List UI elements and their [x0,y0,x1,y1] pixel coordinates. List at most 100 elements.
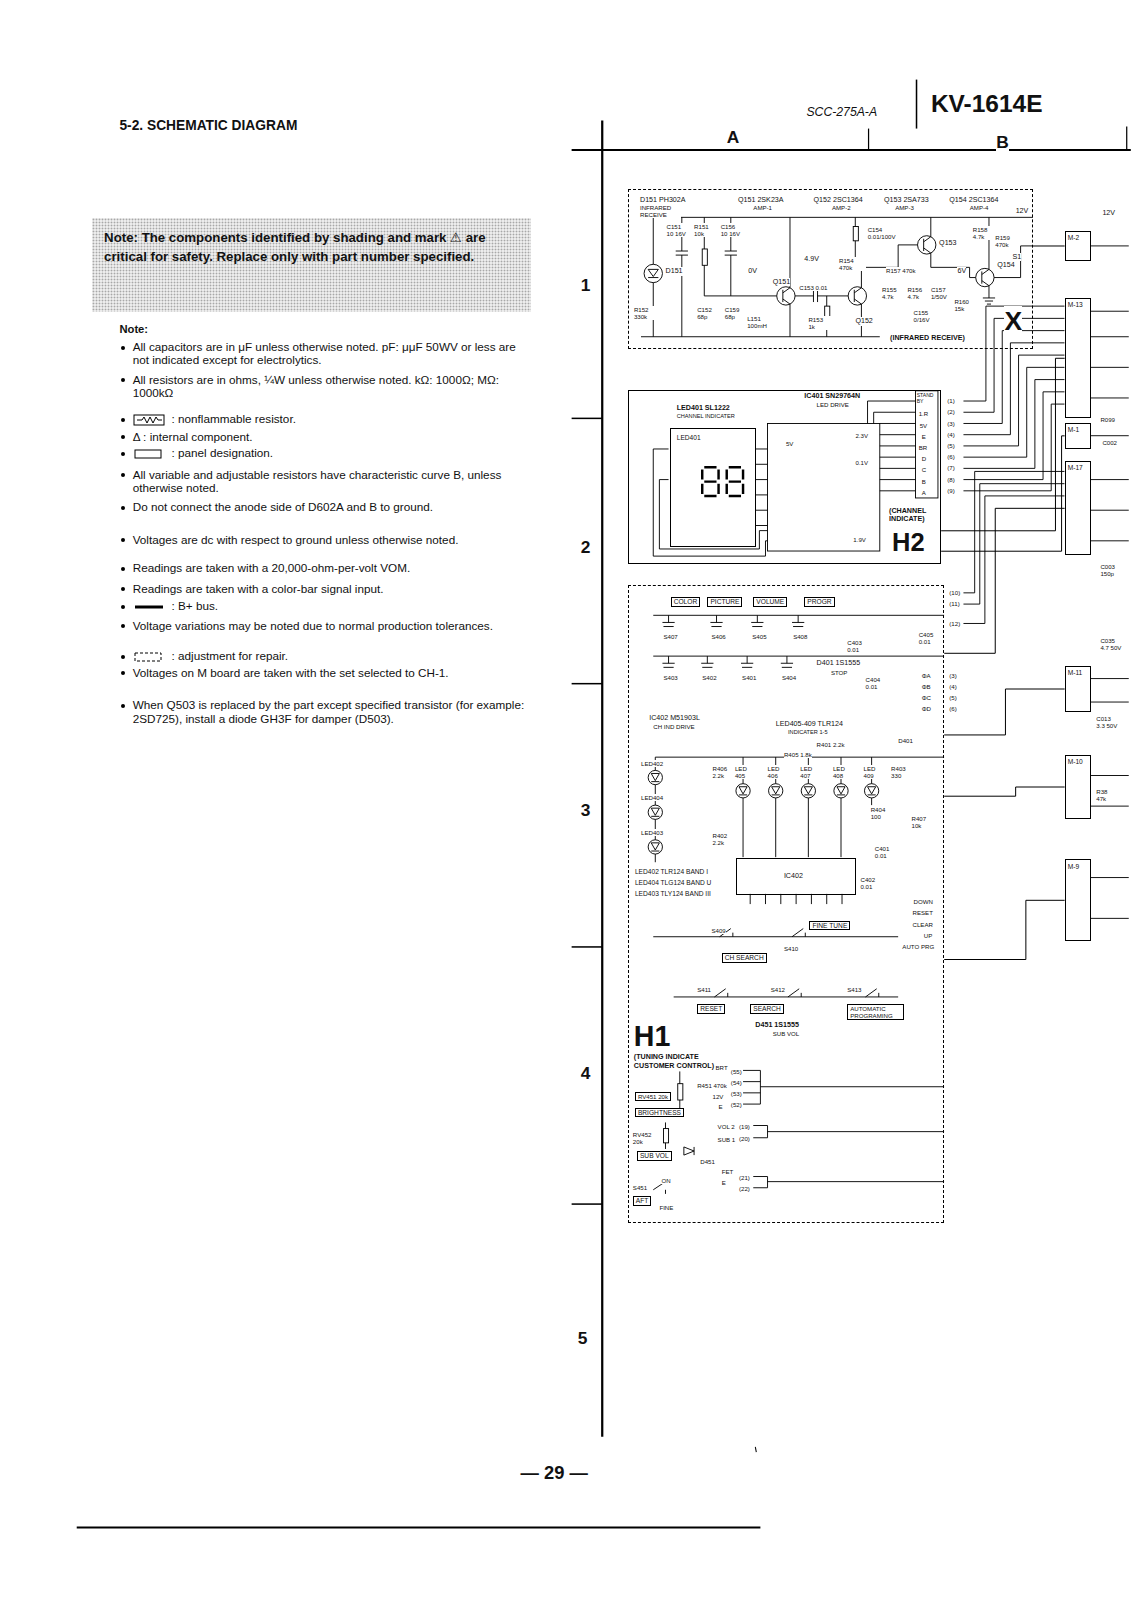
component-label: E [722,1179,726,1186]
component-label: R156 4.7k [907,286,929,300]
tuning-control-circuit [963,471,1064,623]
note-text: Voltages are dc with respect to ground u… [133,533,531,546]
tuning-control-circuit [648,770,662,784]
component-label: 0.1V [855,459,868,466]
component-label: S402 [702,674,716,681]
header-text: SCC-275A-A [806,105,877,119]
component-label: Q151 [773,278,790,286]
component-label: RV452 20k [633,1131,657,1145]
component-label: VOL 2 [718,1123,735,1130]
panel-designation: COLOR [671,597,701,607]
connector-block: M-13 [1065,298,1092,418]
component-label: Q151 2SK23A [738,196,784,204]
note-text: Readings are taken with a 20,000-ohm-per… [133,561,531,574]
component-label: S401 [742,674,756,681]
connector-block: M-1 [1065,423,1092,450]
pin-label: (6) [949,705,956,712]
note-text: : adjustment for repair. [171,649,528,662]
header-text: 3 [581,801,591,821]
component-label: LED 407 [800,765,816,779]
component-label: R152 330k [634,306,656,320]
component-label: INDICATER 1-5 [788,729,827,735]
page-frame [572,683,603,685]
component-label: R099 [1100,416,1115,423]
component-label: D401 1S1555 [817,659,861,667]
node-text: (TUNING INDICATE CUSTOMER CONTROL) [634,1053,728,1069]
pin-label: (2) [947,408,954,415]
wire-connector [1033,245,1065,246]
component-label: DOWN [914,898,933,905]
component-label: 12V [1102,209,1115,217]
component-label: ON [661,1177,670,1184]
component-label: S403 [663,674,677,681]
tuning-control-circuit [655,757,656,862]
component-label: S405 [752,633,766,640]
note-text: Voltages on M board are taken with the s… [133,666,531,679]
tuning-control-circuit [739,787,876,795]
pin-label: (19) [739,1123,750,1130]
component-label: AMP-4 [970,204,989,211]
component-label: S408 [793,633,807,640]
bullet-dot [121,378,125,382]
component-label: E [922,433,926,440]
pin-label: (12) [949,620,960,627]
note-symbol [135,606,163,609]
component-label: LED404 TLG124 BAND U [635,879,711,887]
header-text: — 29 — [521,1462,588,1483]
component-label: R404 100 [871,806,891,820]
component-label: INFRARED RECEIVE [640,204,681,218]
component-label: STOP [831,669,848,676]
tuning-control-circuit [648,840,662,854]
tuning-control-circuit [864,784,878,798]
pin-label: (55) [731,1068,742,1075]
component-label: S451 [633,1184,647,1191]
tuning-control-circuit [684,1147,694,1155]
node-text: M-2 [1068,234,1079,242]
component-label: LED 408 [833,765,849,779]
component-label: SUB VOL [773,1030,799,1037]
page-frame [572,946,603,948]
component-label: LED 405 [735,765,751,779]
component-label: R405 1.8k [784,751,812,758]
node-text: LED401 [677,434,701,442]
component-label: D401 [898,737,913,744]
component-label: LED405-409 TLR124 [776,720,843,728]
component-label: LED 406 [768,765,784,779]
note-symbol [133,448,165,460]
component-label: Q154 [997,261,1014,269]
page-frame [755,1447,756,1452]
component-label: S407 [663,633,677,640]
component-label: SUB 1 [718,1136,736,1143]
tuning-control-circuit [665,1122,666,1149]
component-label: 0V [748,267,757,275]
pin-label: ΦB [922,683,931,690]
bullet-dot [121,435,125,439]
pin-label: ΦA [922,672,931,679]
component-label: R151 10k [694,223,716,237]
component-label: LED403 [641,829,663,836]
note-text: Do not connect the anode side of D602A a… [133,500,531,513]
note-symbol [133,601,165,613]
infrared-receiver-circuit [853,227,858,241]
channel-indicator-circuit [916,391,938,498]
page-frame [572,418,603,420]
component-label: LED403 TLY124 BAND III [635,890,711,898]
bullet-dot [121,452,125,456]
component-label: CLEAR [913,921,933,928]
page-frame [601,120,603,1436]
component-label: Q153 2SA733 [884,196,929,204]
component-label: FINE [659,1204,673,1211]
component-label: 2.3V [855,432,868,439]
pin-label: (1) [947,397,954,404]
pin-label: (20) [739,1135,750,1142]
component-label: LED 409 [864,765,880,779]
component-label: R403 330 [891,765,911,779]
component-label: R153 1k [808,316,830,330]
component-label: Q153 [939,239,956,247]
tuning-control-circuit [653,615,944,626]
channel-indicator-circuit [653,306,1064,556]
component-label: S410 [784,945,798,952]
component-label: R158 4.7k [973,226,993,240]
component-label: R407 10k [912,815,932,829]
component-label: S412 [771,986,785,993]
